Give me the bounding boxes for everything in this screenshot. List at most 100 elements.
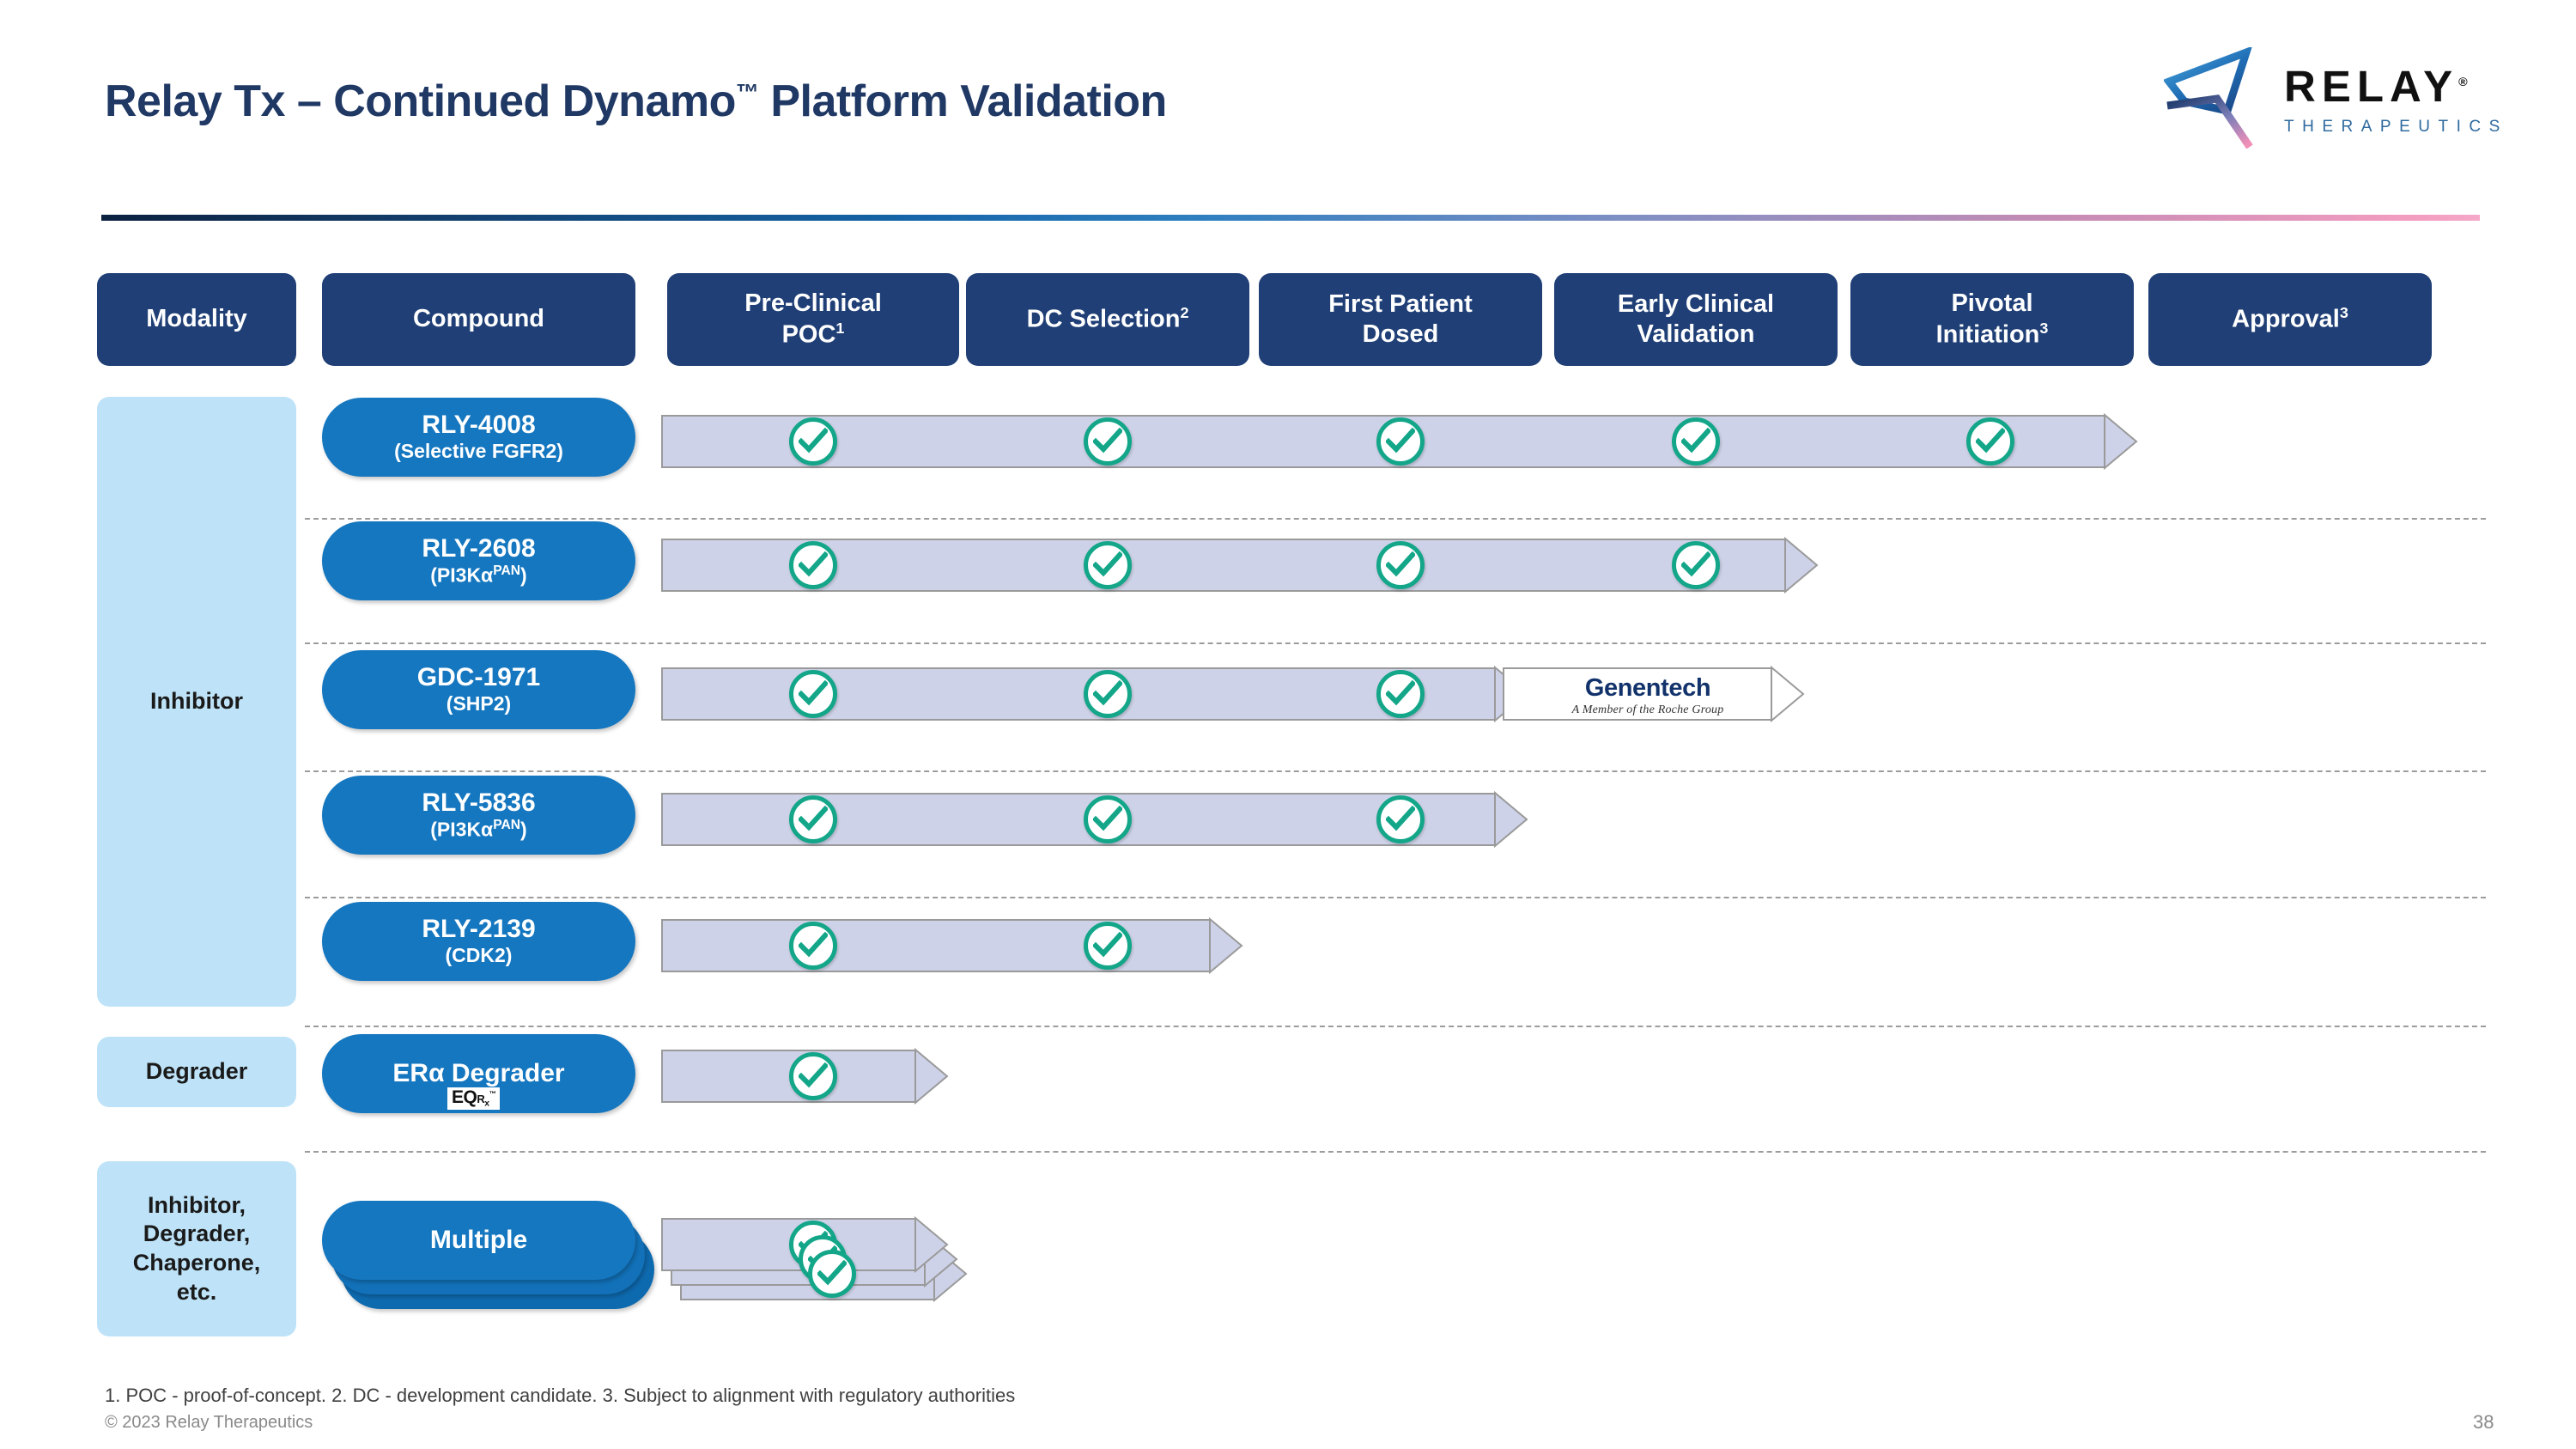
- arrow-head: [1784, 527, 1819, 603]
- milestone-check-icon: [789, 922, 837, 970]
- milestone-check-icon: [1084, 922, 1132, 970]
- genentech-tagline: A Member of the Roche Group: [1571, 703, 1724, 716]
- stage-header-compound[interactable]: Compound: [322, 273, 635, 366]
- milestone-check-icon: [1376, 541, 1425, 589]
- stage-header-label: Approval3: [2232, 303, 2348, 333]
- arrow-head-icon: [1784, 536, 1819, 594]
- arrow-head: [2104, 404, 2138, 479]
- milestone-check-icon: [1966, 417, 2014, 466]
- compound-name: RLY-2139: [422, 915, 536, 944]
- milestone-check-icon: [1084, 670, 1132, 718]
- stage-header-label: DC Selection2: [1026, 303, 1189, 333]
- registered-mark-icon: ®: [2458, 76, 2468, 89]
- compound-name: RLY-2608: [422, 533, 536, 563]
- logo-tagline: THERAPEUTICS: [2284, 118, 2508, 136]
- target-superscript: PAN: [493, 818, 521, 833]
- footnote-marker: 2: [1180, 303, 1189, 321]
- milestone-check-icon: [789, 417, 837, 466]
- page-title: Relay Tx – Continued Dynamo™ Platform Va…: [105, 76, 1167, 127]
- compound-pill-stack-multiple[interactable]: Multiple: [322, 1201, 654, 1309]
- arrow-head-icon: [1771, 665, 1805, 723]
- partner-progress-arrow: [1503, 665, 1805, 723]
- title-main: Relay Tx – Continued Dynamo: [105, 76, 736, 126]
- modality-box-inhibitor: Inhibitor: [97, 397, 296, 1007]
- arrow-head-icon: [1494, 790, 1528, 849]
- stage-header-modality[interactable]: Modality: [97, 273, 296, 366]
- milestone-check-icon: [808, 1250, 856, 1298]
- arrow-head-icon: [914, 1215, 949, 1274]
- modality-label: Inhibitor: [150, 688, 243, 715]
- compound-pill-rly-5836[interactable]: RLY-5836(PI3KαPAN): [322, 776, 635, 855]
- arrow-head: [914, 1207, 949, 1282]
- row-separator: [305, 518, 2486, 520]
- arrow-head: [1494, 782, 1528, 857]
- relay-logo-mark-icon: [2164, 47, 2253, 149]
- stage-header-dc-selection[interactable]: DC Selection2: [966, 273, 1249, 366]
- stage-header-label: Compound: [412, 305, 544, 333]
- compound-name: ERα Degrader: [392, 1059, 565, 1088]
- compound-pill-rly-2139[interactable]: RLY-2139(CDK2): [322, 902, 635, 981]
- milestone-check-icon: [1084, 417, 1132, 466]
- row-separator: [305, 1151, 2486, 1153]
- milestone-check-icon: [1084, 795, 1132, 843]
- compound-name: Multiple: [429, 1226, 528, 1254]
- milestone-check-icon: [789, 1052, 837, 1100]
- compound-pill-rly-4008[interactable]: RLY-4008(Selective FGFR2): [322, 398, 635, 477]
- compound-name: RLY-5836: [422, 788, 536, 817]
- milestone-check-icon: [1376, 670, 1425, 718]
- compound-pill-gdc-1971[interactable]: GDC-1971(SHP2): [322, 650, 635, 729]
- title-tail: Platform Validation: [758, 76, 1167, 126]
- genentech-wordmark: Genentech: [1584, 674, 1711, 702]
- footnote-marker: 3: [2039, 319, 2049, 337]
- milestone-check-icon: [1084, 541, 1132, 589]
- progress-arrow: [661, 916, 1243, 975]
- milestone-check-icon: [789, 795, 837, 843]
- relay-therapeutics-logo: RELAY® THERAPEUTICS: [2164, 47, 2524, 150]
- footnote-text: 1. POC - proof-of-concept. 2. DC - devel…: [105, 1385, 1016, 1406]
- logo-wordmark: RELAY®: [2284, 62, 2468, 111]
- row-separator: [305, 1026, 2486, 1027]
- progress-arrow: [661, 1047, 949, 1105]
- milestone-check-icon: [789, 670, 837, 718]
- compound-pill-rly-2608[interactable]: RLY-2608(PI3KαPAN): [322, 521, 635, 600]
- trademark-symbol: ™: [735, 79, 759, 106]
- arrow-body: [661, 1050, 916, 1103]
- compound-name: GDC-1971: [416, 663, 541, 692]
- compound-target: (PI3KαPAN): [430, 563, 527, 588]
- arrow-body: [1503, 667, 1772, 721]
- stage-header-approval[interactable]: Approval3: [2148, 273, 2432, 366]
- arrow-body: [661, 1218, 916, 1271]
- arrow-head: [1209, 908, 1243, 983]
- footnote-marker: 3: [2339, 303, 2348, 321]
- compound-target: (Selective FGFR2): [394, 440, 563, 463]
- stage-header-label: Modality: [146, 305, 247, 333]
- arrow-head: [914, 1038, 949, 1114]
- compound-target: (CDK2): [445, 944, 513, 967]
- progress-arrow: [661, 1215, 949, 1274]
- arrow-body: [661, 539, 1786, 592]
- arrow-head-icon: [1209, 916, 1243, 975]
- arrow-head: [1771, 656, 1805, 732]
- arrow-head-icon: [914, 1047, 949, 1105]
- milestone-check-icon: [1672, 541, 1720, 589]
- modality-label: Degrader: [145, 1058, 248, 1085]
- row-separator: [305, 897, 2486, 898]
- row-separator: [305, 642, 2486, 644]
- footnote-marker: 1: [835, 319, 845, 337]
- page-number: 38: [2473, 1411, 2494, 1433]
- compound-name: RLY-4008: [422, 411, 536, 440]
- modality-box-inhibitor: Inhibitor,Degrader,Chaperone,etc.: [97, 1161, 296, 1336]
- compound-pill-layer: [322, 1201, 635, 1280]
- copyright-text: © 2023 Relay Therapeutics: [105, 1413, 313, 1432]
- arrow-head-icon: [2104, 412, 2138, 471]
- progress-arrow: [661, 536, 1819, 594]
